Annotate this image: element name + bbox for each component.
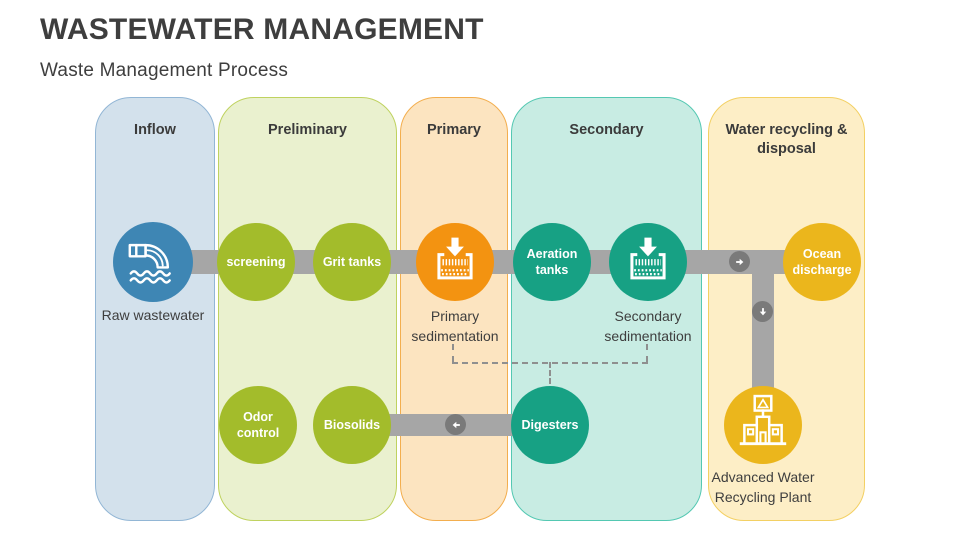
- stage-column-primary: Primary: [400, 97, 508, 521]
- sedimentation-tank-icon: [430, 235, 480, 290]
- node-grit-tanks-label: Grit tanks: [322, 254, 382, 269]
- arrow-left-icon: [452, 421, 460, 428]
- node-digesters-label: Digesters: [521, 417, 579, 432]
- flow-arrow-down-badge: [752, 301, 773, 322]
- node-odor-control: Odor control: [219, 386, 297, 464]
- flow-arrow-right-badge: [729, 251, 750, 272]
- node-digesters: Digesters: [511, 386, 589, 464]
- node-biosolids: Biosolids: [313, 386, 391, 464]
- slide-subtitle: Waste Management Process: [40, 60, 289, 81]
- outfall-pipe-icon: [127, 234, 179, 291]
- node-raw-wastewater: [113, 222, 193, 302]
- dashed-link-primary-sedimentation: [452, 344, 454, 362]
- node-biosolids-label: Biosolids: [323, 417, 381, 432]
- node-odor-control-label: Odor control: [236, 409, 280, 440]
- dashed-link-to-digesters: [549, 362, 551, 384]
- sedimentation-tank-icon: [623, 235, 673, 290]
- node-aeration-tanks: Aeration tanks: [513, 223, 591, 301]
- label-secondary-sedimentation: Secondary sedimentation: [604, 308, 692, 344]
- recycling-plant-icon: [734, 394, 792, 457]
- label-primary-sedimentation: Primary sedimentation: [411, 308, 499, 344]
- stage-column-preliminary-header: Preliminary: [268, 122, 347, 138]
- flow-arrow-left-badge: [445, 414, 466, 435]
- stage-column-inflow: Inflow: [95, 97, 215, 521]
- node-ocean-discharge-label: Ocean discharge: [792, 246, 852, 277]
- node-secondary-sedimentation: [609, 223, 687, 301]
- node-primary-sedimentation: [416, 223, 494, 301]
- stage-column-inflow-header: Inflow: [134, 122, 176, 138]
- slide-title: WASTEWATER MANAGEMENT: [40, 13, 484, 46]
- arrow-down-icon: [759, 307, 766, 315]
- connector-bar-to-recycling-plant: [752, 262, 774, 388]
- arrow-right-icon: [735, 258, 743, 265]
- node-ocean-discharge: Ocean discharge: [783, 223, 861, 301]
- node-aeration-tanks-label: Aeration tanks: [526, 246, 578, 277]
- node-advanced-water-recycling-plant: [724, 386, 802, 464]
- stage-column-recycling-header: Water recycling & disposal: [725, 122, 848, 157]
- label-raw-wastewater: Raw wastewater: [101, 307, 205, 323]
- node-grit-tanks: Grit tanks: [313, 223, 391, 301]
- stage-column-recycling: Water recycling & disposal: [708, 97, 865, 521]
- node-screening: screening: [217, 223, 295, 301]
- label-advanced-water-recycling-plant: Advanced Water Recycling Plant: [711, 469, 815, 505]
- stage-column-primary-header: Primary: [426, 122, 481, 138]
- dashed-link-secondary-sedimentation: [646, 344, 648, 362]
- stage-column-secondary-header: Secondary: [569, 122, 644, 138]
- node-screening-label: screening: [226, 254, 286, 269]
